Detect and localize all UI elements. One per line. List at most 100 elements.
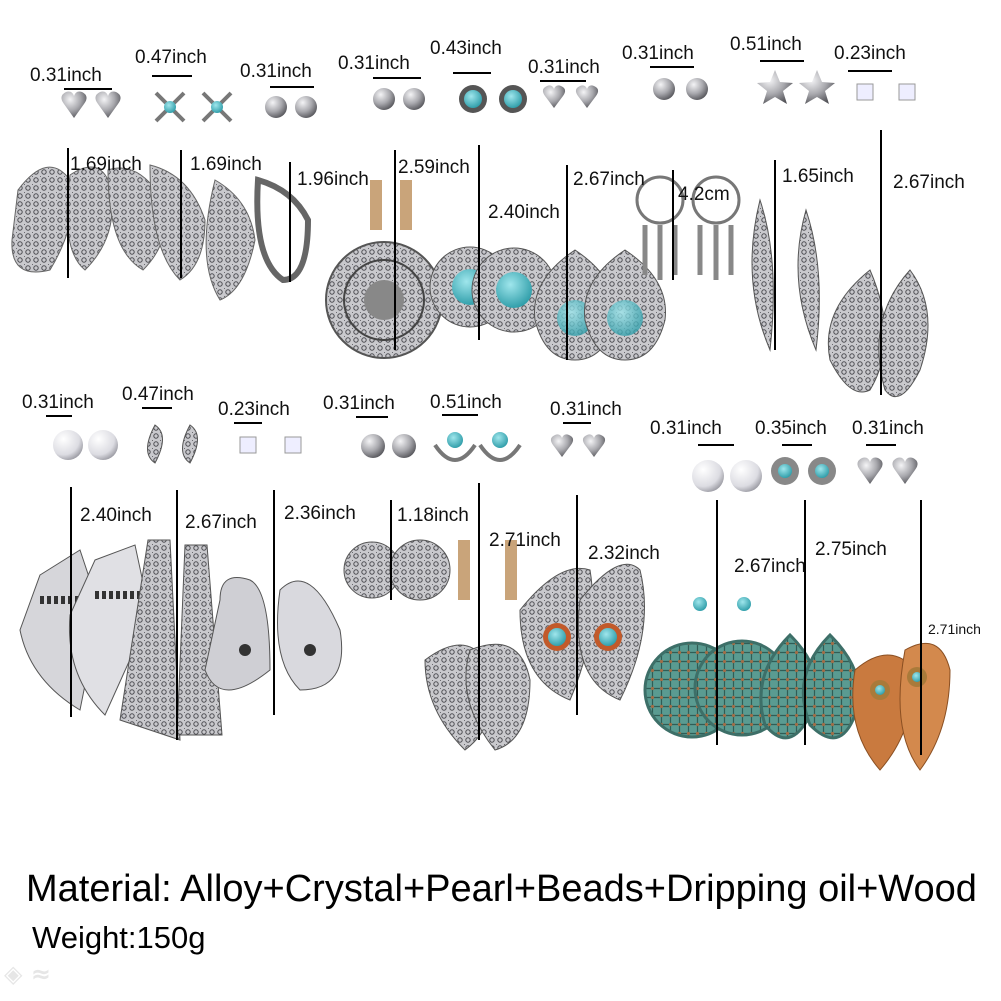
length-label-r2-5: 2.71inch xyxy=(489,530,561,551)
stud-pair-hearts-2 xyxy=(542,85,599,108)
length-label-r2-3: 2.36inch xyxy=(284,503,356,524)
size-underline xyxy=(782,444,812,446)
stud-pair-moon-turquoise xyxy=(433,432,522,462)
stud-pair-balls-4 xyxy=(361,434,416,458)
size-label-r2-6: 0.31inch xyxy=(550,399,622,420)
dimension-arrow xyxy=(576,495,578,715)
size-label-r2-8: 0.35inch xyxy=(755,418,827,439)
length-label-r1-9: 2.67inch xyxy=(893,172,965,193)
hoop-filigree-set xyxy=(11,164,312,301)
size-underline xyxy=(848,70,892,72)
dimension-arrow xyxy=(880,130,882,395)
size-label-r2-7: 0.31inch xyxy=(650,418,722,439)
size-label-r2-2: 0.47inch xyxy=(122,384,194,405)
drop-feather-turquoise-pair xyxy=(519,563,645,701)
size-underline xyxy=(152,75,192,77)
stud-pair-pearls-1 xyxy=(53,430,118,460)
size-label-r2-9: 0.31inch xyxy=(852,418,924,439)
stud-pair-hearts-3 xyxy=(550,434,606,457)
length-label-r1-5: 2.40inch xyxy=(488,202,560,223)
size-underline xyxy=(46,415,72,417)
dimension-arrow xyxy=(176,490,178,740)
dimension-arrow xyxy=(70,487,72,717)
size-label-r1-6: 0.31inch xyxy=(528,57,600,78)
dimension-arrow xyxy=(774,160,776,350)
size-label-r2-1: 0.31inch xyxy=(22,392,94,413)
length-label-r1-4: 2.59inch xyxy=(398,157,470,178)
size-label-r1-3: 0.31inch xyxy=(240,61,312,82)
stud-pair-turquoise-round xyxy=(459,85,527,113)
size-underline xyxy=(866,444,896,446)
length-label-r1-6: 2.67inch xyxy=(573,169,645,190)
stud-pair-balls-1 xyxy=(265,96,317,118)
size-label-r2-3: 0.23inch xyxy=(218,399,290,420)
stud-pair-flower-turquoise xyxy=(771,457,836,485)
drop-teardrop-mandala-pair xyxy=(534,249,666,361)
drop-monstera-leaf-pair xyxy=(424,540,531,751)
stud-pair-balls-3 xyxy=(653,78,708,100)
drop-patina-teardrop-pair xyxy=(759,632,861,740)
drop-dreamcatcher-pair xyxy=(635,175,741,280)
size-label-r2-4: 0.31inch xyxy=(323,393,395,414)
stud-pair-crystal-2 xyxy=(239,436,302,454)
size-underline xyxy=(442,414,478,416)
size-label-r1-7: 0.31inch xyxy=(622,43,694,64)
length-label-r2-4: 1.18inch xyxy=(397,505,469,526)
dimension-arrow xyxy=(672,170,674,280)
size-label-r1-9: 0.23inch xyxy=(834,43,906,64)
dimension-arrow xyxy=(566,165,568,360)
dimension-arrow xyxy=(804,500,806,745)
length-label-r1-8: 1.65inch xyxy=(782,166,854,187)
stud-pair-balls-2 xyxy=(373,88,425,110)
dimension-arrow xyxy=(716,500,718,745)
drop-wood-leaf-pair xyxy=(852,642,951,771)
size-underline xyxy=(356,416,388,418)
dimension-arrow xyxy=(920,500,922,755)
size-underline xyxy=(453,72,491,74)
size-underline xyxy=(373,77,421,79)
length-label-r1-7: 4.2cm xyxy=(678,184,730,205)
size-label-r1-4: 0.31inch xyxy=(338,53,410,74)
drop-flower-disc xyxy=(325,180,443,359)
size-label-r1-8: 0.51inch xyxy=(730,34,802,55)
size-label-r1-5: 0.43inch xyxy=(430,38,502,59)
dimension-arrow xyxy=(289,162,291,282)
drop-feather-pair xyxy=(751,198,820,352)
drop-carved-bar-pair xyxy=(119,539,223,741)
size-label-r1-1: 0.31inch xyxy=(30,65,102,86)
size-underline xyxy=(563,422,591,424)
size-underline xyxy=(270,86,314,88)
stud-pair-hearts-4 xyxy=(857,457,918,484)
length-label-r2-1: 2.40inch xyxy=(80,505,152,526)
size-underline xyxy=(64,88,112,90)
drop-rose-disc-pair xyxy=(343,539,451,601)
length-label-r1-2: 1.69inch xyxy=(190,154,262,175)
dimension-arrow xyxy=(478,483,480,740)
dimension-arrow xyxy=(273,490,275,715)
size-label-r2-5: 0.51inch xyxy=(430,392,502,413)
stud-pair-turquoise-cross xyxy=(154,91,233,123)
size-underline xyxy=(760,60,804,62)
length-label-r2-2: 2.67inch xyxy=(185,512,257,533)
dimension-arrow xyxy=(394,150,396,350)
material-text: Material: Alloy+Crystal+Pearl+Beads+Drip… xyxy=(26,868,977,910)
weight-text: Weight:150g xyxy=(32,920,206,955)
size-label-r1-2: 0.47inch xyxy=(135,47,207,68)
stud-pair-starfish xyxy=(757,70,835,104)
size-underline xyxy=(234,422,262,424)
length-label-r2-6: 2.32inch xyxy=(588,543,660,564)
length-label-r2-9: 2.71inch xyxy=(928,621,981,637)
length-label-r1-1: 1.69inch xyxy=(70,154,142,175)
stud-pair-crystal xyxy=(856,83,916,101)
drop-u-hammered-pair xyxy=(204,577,343,691)
size-underline xyxy=(540,80,586,82)
drop-leaf-pair xyxy=(827,269,929,398)
length-label-r2-7: 2.67inch xyxy=(734,556,806,577)
dimension-arrow xyxy=(180,150,182,278)
size-underline xyxy=(142,407,172,409)
watermark-logo: ◈ ≈ xyxy=(4,960,51,988)
size-underline xyxy=(698,444,734,446)
length-label-r1-3: 1.96inch xyxy=(297,169,369,190)
size-underline xyxy=(650,66,694,68)
